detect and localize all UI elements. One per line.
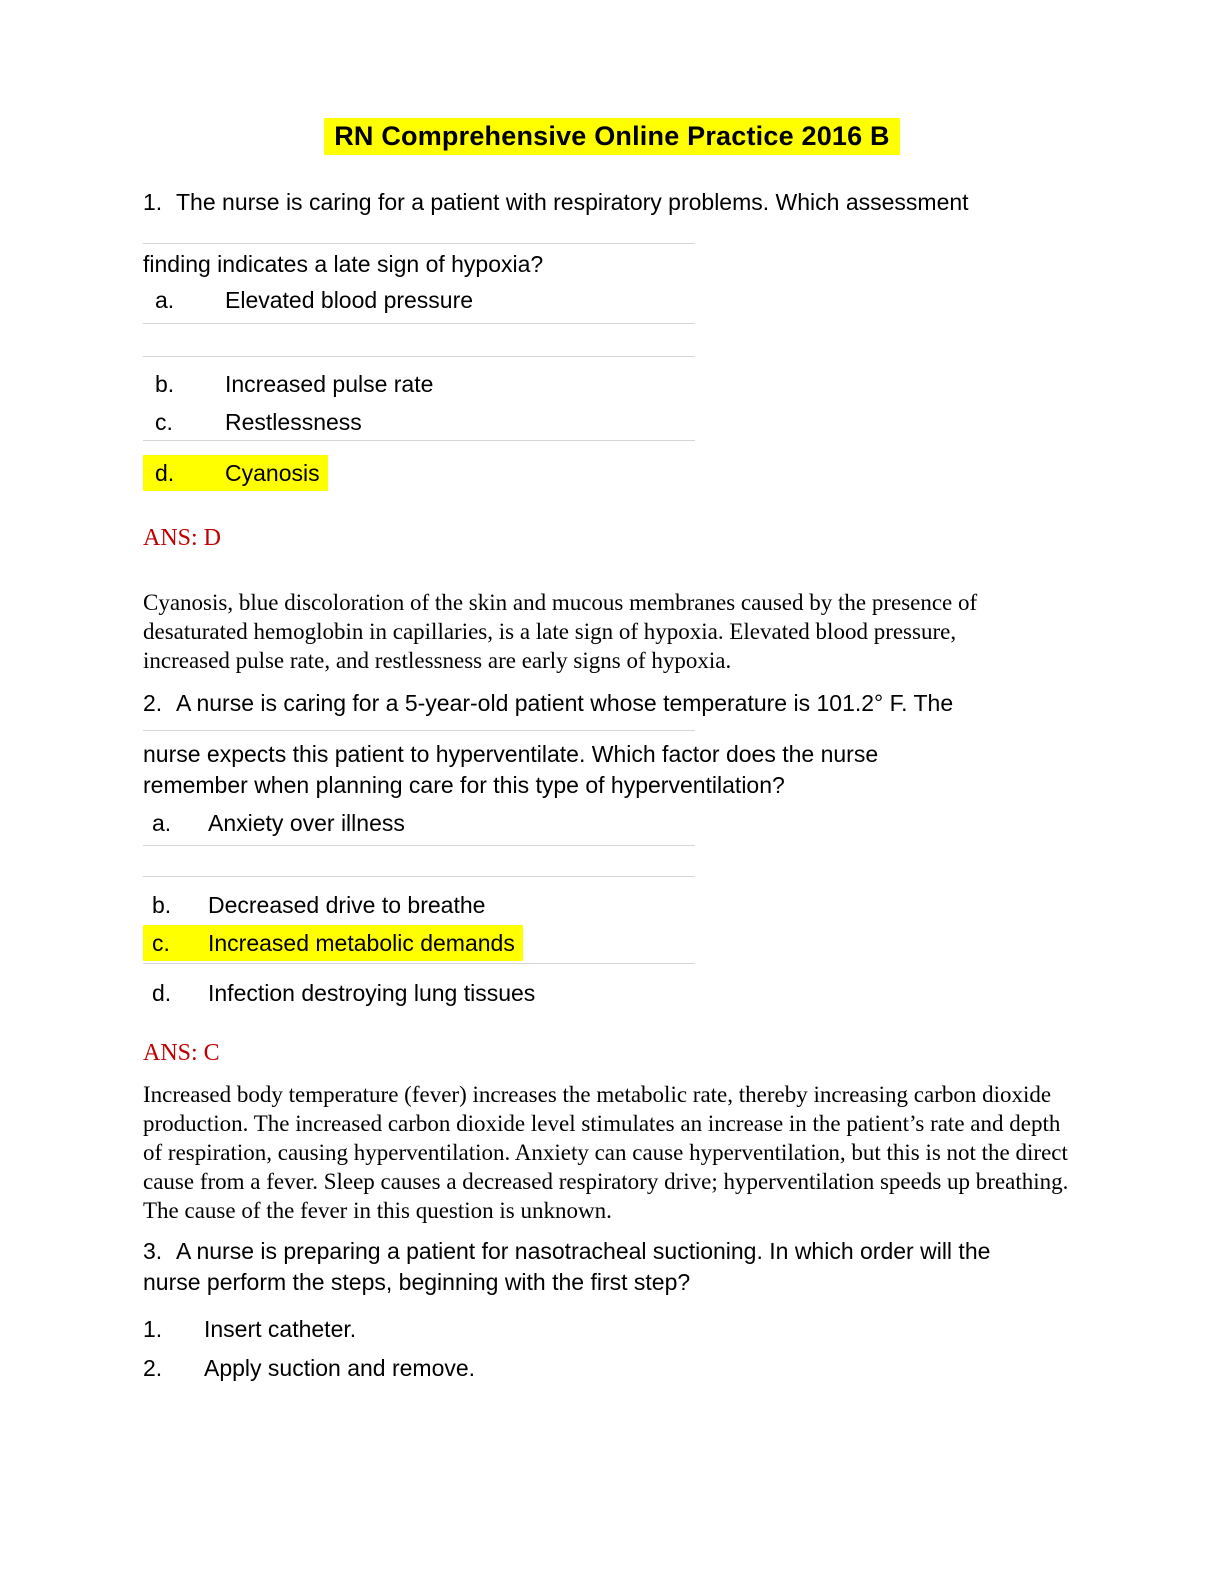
separator-line xyxy=(143,440,695,441)
question-1-rationale: Cyanosis, blue discoloration of the skin… xyxy=(143,590,978,673)
question-3-line1: 3.A nurse is preparing a patient for nas… xyxy=(143,1236,1043,1298)
option-text: Elevated blood pressure xyxy=(225,287,474,313)
question-2-number: 2. xyxy=(143,690,163,716)
option-text: Increased metabolic demands xyxy=(208,930,515,956)
document-content: 1. The nurse is caring for a patient with… xyxy=(0,189,1224,1383)
option-letter: b. xyxy=(152,892,172,918)
separator-line xyxy=(143,730,695,731)
highlighted-answer: c. Increased metabolic demands xyxy=(143,925,523,961)
option-letter: d. xyxy=(152,980,172,1006)
question-3-step-1: 1. Insert catheter. xyxy=(143,1314,1224,1344)
step-number: 1. xyxy=(143,1316,163,1342)
question-3-number: 3. xyxy=(143,1238,163,1264)
question-2-answer: ANS: C xyxy=(143,1040,220,1066)
question-1-option-a: a. Elevated blood pressure xyxy=(143,285,1224,315)
option-text: Restlessness xyxy=(225,409,362,435)
question-2-rationale: Increased body temperature (fever) incre… xyxy=(143,1082,1069,1223)
separator-line xyxy=(143,876,695,877)
question-1-text: The nurse is caring for a patient with r… xyxy=(176,189,969,215)
option-text: Decreased drive to breathe xyxy=(208,892,486,918)
question-2-option-b: b. Decreased drive to breathe xyxy=(143,890,1224,920)
question-2-option-d: d. Infection destroying lung tissues xyxy=(143,978,1224,1008)
question-1-option-c: c. Restlessness xyxy=(143,407,1224,437)
question-1-answer: ANS: D xyxy=(143,525,222,551)
separator-line xyxy=(143,845,695,846)
question-2-text: A nurse is caring for a 5-year-old patie… xyxy=(176,690,954,716)
question-2-line2: nurse expects this patient to hyperventi… xyxy=(143,741,879,798)
option-letter: b. xyxy=(155,371,175,397)
option-letter: c. xyxy=(155,409,173,435)
step-text: Insert catheter. xyxy=(204,1316,357,1342)
question-1-number: 1. xyxy=(143,189,163,215)
option-text: Infection destroying lung tissues xyxy=(208,980,536,1006)
option-text: Increased pulse rate xyxy=(225,371,434,397)
separator-line xyxy=(143,356,695,357)
question-2-line1: 2. A nurse is caring for a 5-year-old pat… xyxy=(143,690,1224,717)
step-text: Apply suction and remove. xyxy=(204,1355,476,1381)
option-letter: a. xyxy=(152,810,172,836)
separator-line xyxy=(143,323,695,324)
option-letter: a. xyxy=(155,287,175,313)
question-1-option-b: b. Increased pulse rate xyxy=(143,369,1224,399)
document-title: RN Comprehensive Online Practice 2016 B xyxy=(324,118,900,155)
separator-line xyxy=(143,243,695,244)
question-1-line1: 1. The nurse is caring for a patient with… xyxy=(143,189,1224,216)
step-number: 2. xyxy=(143,1355,163,1381)
question-3-step-2: 2. Apply suction and remove. xyxy=(143,1353,1224,1383)
option-letter: d. xyxy=(155,460,175,486)
option-text: Cyanosis xyxy=(225,460,320,486)
separator-line xyxy=(143,963,695,964)
question-2-option-a: a. Anxiety over illness xyxy=(143,808,1224,838)
highlighted-answer: d. Cyanosis xyxy=(143,455,328,491)
question-3-text: A nurse is preparing a patient for nasot… xyxy=(143,1238,991,1295)
question-1-option-d: d. Cyanosis xyxy=(143,455,1224,491)
question-1-line2: finding indicates a late sign of hypoxia… xyxy=(143,251,544,277)
document-title-row: RN Comprehensive Online Practice 2016 B xyxy=(0,0,1224,155)
question-2-option-c: c. Increased metabolic demands xyxy=(143,925,1224,961)
option-letter: c. xyxy=(152,930,170,956)
option-text: Anxiety over illness xyxy=(208,810,405,836)
